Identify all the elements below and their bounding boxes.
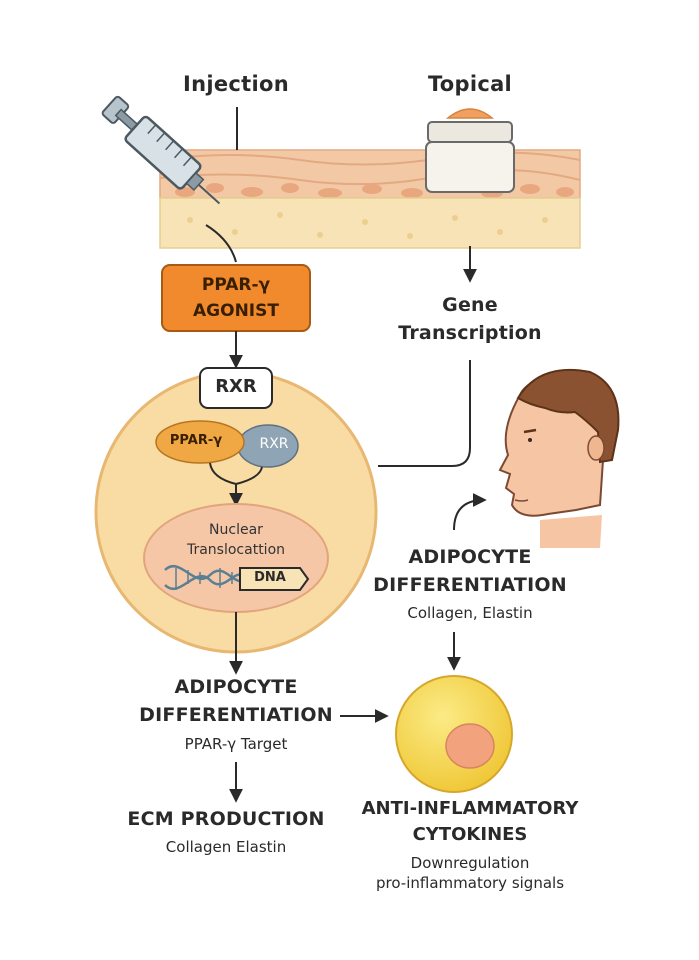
ecm-title: ECM PRODUCTION bbox=[127, 808, 325, 830]
nuclear-label-line1: Nuclear bbox=[209, 522, 263, 538]
syringe-icon bbox=[101, 95, 221, 205]
topical-label: Topical bbox=[427, 72, 513, 96]
cream-jar-icon bbox=[425, 108, 515, 193]
anti-inflammatory-sub1: Downregulation bbox=[410, 854, 530, 872]
nuclear-label-line2: Translocattion bbox=[186, 542, 286, 558]
injection-label: Injection bbox=[183, 72, 289, 96]
rxr-box bbox=[199, 367, 273, 409]
dna-helix-icon bbox=[164, 565, 310, 591]
dna-label: DNA bbox=[254, 570, 286, 585]
agonist-label-line2: AGONIST bbox=[193, 301, 279, 321]
ecm-sub: Collagen Elastin bbox=[165, 838, 287, 856]
adipocyte-left-sub: PPAR-γ Target bbox=[184, 735, 288, 753]
rxr-label: RXR bbox=[215, 376, 257, 397]
anti-inflammatory-line1: ANTI-INFLAMMATORY bbox=[361, 798, 579, 819]
adipocyte-right-line2: DIFFERENTIATION bbox=[373, 574, 567, 596]
ppar-pill-label: PPAR-γ bbox=[169, 433, 223, 448]
anti-inflammatory-line2: CYTOKINES bbox=[412, 824, 528, 845]
adipocyte-left-line1: ADIPOCYTE bbox=[174, 676, 298, 698]
adipocyte-right-sub: Collagen, Elastin bbox=[407, 604, 533, 622]
gene-label-line2: Transcription bbox=[398, 322, 542, 344]
gene-label-line1: Gene bbox=[442, 294, 498, 316]
anti-inflammatory-sub2: pro-inflammatory signals bbox=[375, 874, 565, 892]
agonist-label-line1: PPAR-γ bbox=[201, 275, 271, 295]
skin-section bbox=[159, 149, 581, 249]
human-face-icon bbox=[498, 368, 620, 548]
rxr-pill-label: RXR bbox=[259, 436, 289, 452]
adipocyte-left-line2: DIFFERENTIATION bbox=[139, 704, 333, 726]
adipocyte-right-line1: ADIPOCYTE bbox=[408, 546, 532, 568]
